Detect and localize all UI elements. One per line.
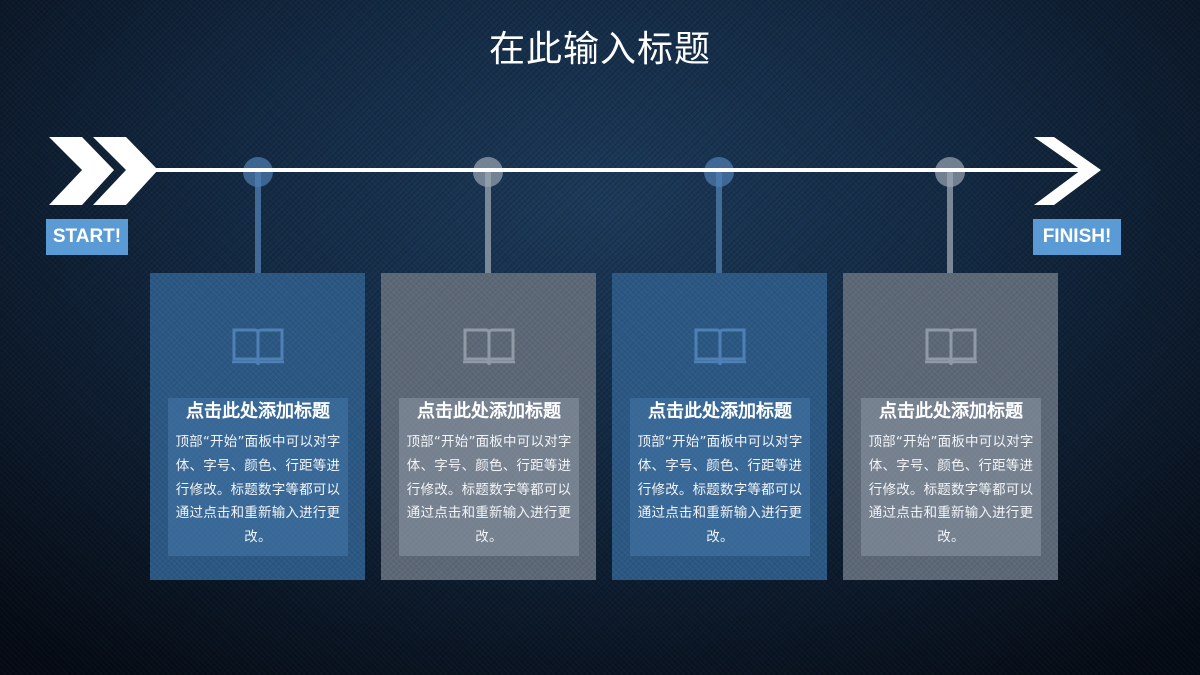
card-body[interactable]: 顶部“开始”面板中可以对字体、字号、颜色、行距等进行修改。标题数字等都可以通过点… bbox=[175, 434, 341, 546]
timeline-line bbox=[150, 168, 1088, 172]
start-label[interactable]: START! bbox=[46, 219, 128, 255]
timeline-card-1[interactable]: 点击此处添加标题 顶部“开始”面板中可以对字体、字号、颜色、行距等进行修改。标题… bbox=[150, 273, 365, 580]
open-book-icon bbox=[232, 328, 284, 366]
slide-title[interactable]: 在此输入标题 bbox=[488, 29, 711, 70]
double-chevron-right-icon bbox=[49, 137, 158, 205]
card-heading[interactable]: 点击此处添加标题 bbox=[417, 401, 561, 422]
open-book-icon bbox=[694, 328, 746, 366]
timeline-card-4[interactable]: 点击此处添加标题 顶部“开始”面板中可以对字体、字号、颜色、行距等进行修改。标题… bbox=[843, 273, 1058, 580]
card-heading[interactable]: 点击此处添加标题 bbox=[648, 401, 792, 422]
start-label-text: START! bbox=[52, 226, 122, 247]
card-heading[interactable]: 点击此处添加标题 bbox=[186, 401, 330, 422]
finish-label-text: FINISH! bbox=[1042, 226, 1112, 247]
card-text-box: 点击此处添加标题 顶部“开始”面板中可以对字体、字号、颜色、行距等进行修改。标题… bbox=[168, 398, 348, 556]
card-heading[interactable]: 点击此处添加标题 bbox=[879, 401, 1023, 422]
connector-stem-2 bbox=[485, 172, 491, 274]
card-body[interactable]: 顶部“开始”面板中可以对字体、字号、颜色、行距等进行修改。标题数字等都可以通过点… bbox=[868, 434, 1034, 546]
open-book-icon bbox=[925, 328, 977, 366]
connector-stem-3 bbox=[716, 172, 722, 274]
card-body[interactable]: 顶部“开始”面板中可以对字体、字号、颜色、行距等进行修改。标题数字等都可以通过点… bbox=[406, 434, 572, 546]
connector-stem-1 bbox=[255, 172, 261, 274]
card-body[interactable]: 顶部“开始”面板中可以对字体、字号、颜色、行距等进行修改。标题数字等都可以通过点… bbox=[637, 434, 803, 546]
card-text-box: 点击此处添加标题 顶部“开始”面板中可以对字体、字号、颜色、行距等进行修改。标题… bbox=[630, 398, 810, 556]
card-text-box: 点击此处添加标题 顶部“开始”面板中可以对字体、字号、颜色、行距等进行修改。标题… bbox=[399, 398, 579, 556]
timeline-card-3[interactable]: 点击此处添加标题 顶部“开始”面板中可以对字体、字号、颜色、行距等进行修改。标题… bbox=[612, 273, 827, 580]
card-text-box: 点击此处添加标题 顶部“开始”面板中可以对字体、字号、颜色、行距等进行修改。标题… bbox=[861, 398, 1041, 556]
open-book-icon bbox=[463, 328, 515, 366]
connector-stem-4 bbox=[947, 172, 953, 274]
arrow-head-right-icon bbox=[1034, 137, 1101, 205]
finish-label[interactable]: FINISH! bbox=[1033, 219, 1121, 255]
timeline-card-2[interactable]: 点击此处添加标题 顶部“开始”面板中可以对字体、字号、颜色、行距等进行修改。标题… bbox=[381, 273, 596, 580]
